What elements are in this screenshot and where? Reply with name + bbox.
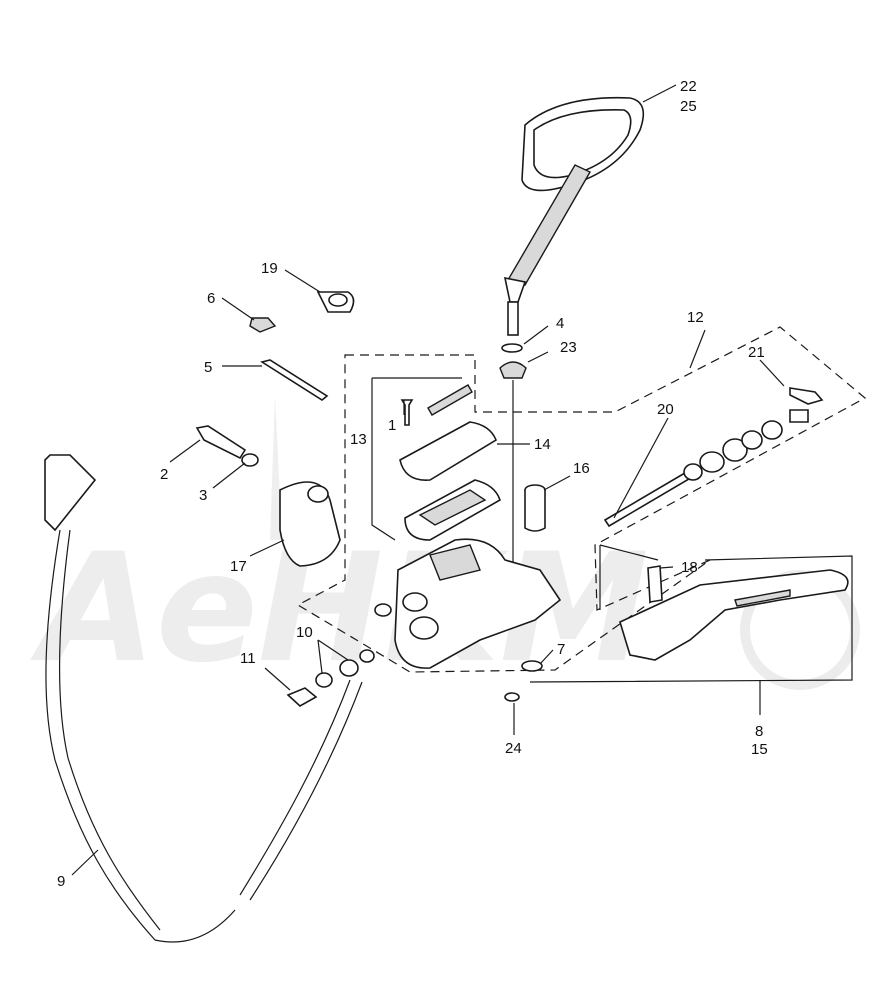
clip-19 bbox=[316, 291, 355, 313]
callout-11: 11 bbox=[240, 650, 256, 667]
callout-16: 16 bbox=[573, 460, 590, 477]
callout-12: 12 bbox=[687, 309, 704, 326]
callout-6: 6 bbox=[207, 290, 215, 307]
callout-8: 8 bbox=[755, 723, 763, 740]
callout-4: 4 bbox=[556, 315, 564, 332]
snap-ring bbox=[521, 660, 543, 672]
callout-18: 18 bbox=[681, 559, 698, 576]
callout-3: 3 bbox=[199, 487, 207, 504]
cable-tie bbox=[259, 359, 329, 401]
callout-5: 5 bbox=[204, 359, 212, 376]
clip-6 bbox=[249, 317, 277, 333]
callout-17: 17 bbox=[230, 558, 247, 575]
callout-7: 7 bbox=[557, 641, 565, 658]
clamp-bolt bbox=[195, 425, 259, 467]
banjo-fitting bbox=[286, 649, 375, 707]
washer-and-cap bbox=[499, 343, 527, 570]
mirror bbox=[503, 96, 645, 336]
callout-22: 22 bbox=[680, 78, 697, 95]
callout-10: 10 bbox=[296, 624, 313, 641]
clutch-hose bbox=[44, 454, 363, 943]
callout-9: 9 bbox=[57, 873, 65, 890]
lever-cover bbox=[279, 481, 341, 567]
callout-1: 1 bbox=[388, 417, 396, 434]
callout-13: 13 bbox=[350, 431, 367, 448]
callout-labels: 22 25 19 6 4 23 12 21 5 1 13 14 20 2 16 … bbox=[57, 78, 768, 890]
switch-bracket bbox=[789, 387, 824, 423]
cover-screws bbox=[400, 384, 473, 426]
callout-24: 24 bbox=[505, 740, 522, 757]
callout-20: 20 bbox=[657, 401, 674, 418]
callout-25: 25 bbox=[680, 98, 697, 115]
assembly-outlines bbox=[296, 326, 867, 715]
reservoir-cover bbox=[399, 421, 501, 541]
callout-15: 15 bbox=[751, 741, 768, 758]
pivot-sleeve bbox=[524, 484, 546, 532]
master-cylinder bbox=[374, 538, 562, 669]
callout-14: 14 bbox=[534, 436, 551, 453]
callout-2: 2 bbox=[160, 466, 168, 483]
leader-lines bbox=[71, 84, 785, 876]
lower-washer bbox=[504, 692, 520, 702]
callout-21: 21 bbox=[748, 344, 765, 361]
piston-kit bbox=[603, 420, 783, 528]
callout-23: 23 bbox=[560, 339, 577, 356]
clutch-lever bbox=[619, 565, 849, 661]
callout-19: 19 bbox=[261, 260, 278, 277]
